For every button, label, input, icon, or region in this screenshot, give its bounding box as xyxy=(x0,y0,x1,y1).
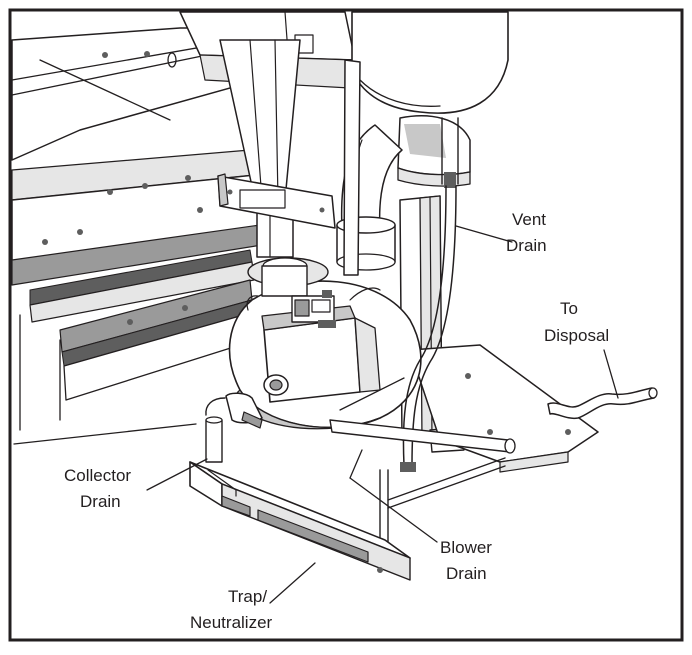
to-disposal-label-line1: To xyxy=(560,299,578,318)
trap-neutralizer-label-line1: Trap/ xyxy=(228,587,267,606)
blower-drain-label-line1: Blower xyxy=(440,538,492,557)
callout-vent-drain: Vent Drain xyxy=(506,210,547,255)
leader-lines xyxy=(13,225,619,604)
vent-drain-label-line1: Vent xyxy=(512,210,546,229)
trap-neutralizer-label-line2: Neutralizer xyxy=(190,613,273,632)
trap-neutralizer-box xyxy=(189,461,411,581)
air-intake-cone xyxy=(217,39,336,258)
callout-to-disposal: To Disposal xyxy=(544,299,609,345)
vent-drain-label-line2: Drain xyxy=(506,236,547,255)
callout-trap-neutralizer: Trap/ Neutralizer xyxy=(190,587,273,632)
to-disposal-label-line2: Disposal xyxy=(544,326,609,345)
callout-collector-drain: Collector Drain xyxy=(64,466,131,511)
collector-drain-label-line2: Drain xyxy=(80,492,121,511)
blower-drain-label-line2: Drain xyxy=(446,564,487,583)
collector-drain-label-line1: Collector xyxy=(64,466,131,485)
drain-tubes xyxy=(205,185,658,561)
callout-blower-drain: Blower Drain xyxy=(440,538,492,583)
